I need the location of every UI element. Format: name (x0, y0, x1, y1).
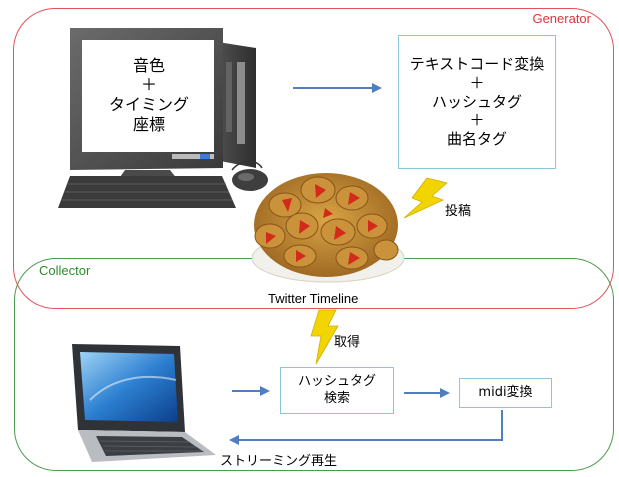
arrow-to-search (232, 386, 270, 396)
screen-line: 座標 (132, 114, 165, 134)
collector-label: Collector (39, 263, 91, 278)
twitter-timeline-image (251, 173, 405, 283)
encode-line: ＋ (469, 111, 485, 130)
arrow-streaming-return (229, 410, 503, 445)
arrow-to-midi (404, 388, 450, 398)
lightning-post-icon (403, 177, 448, 219)
arrow-to-encode (293, 83, 382, 93)
timeline-label: Twitter Timeline (268, 291, 359, 306)
encode-line: ＋ (469, 73, 485, 92)
encode-box: テキストコード変換 ＋ ハッシュタグ ＋ 曲名タグ (398, 35, 556, 169)
search-line: 検索 (323, 390, 350, 406)
generator-label: Generator (532, 11, 591, 26)
laptop-icon (72, 344, 216, 462)
midi-convert-box: midi変換 (459, 378, 552, 408)
post-label: 投稿 (445, 204, 472, 219)
screen-line: ＋ (140, 75, 157, 95)
screen-line: タイミング (108, 95, 189, 114)
hashtag-search-box: ハッシュタグ 検索 (280, 367, 394, 414)
search-line: ハッシュタグ (297, 374, 376, 390)
desktop-computer-icon (58, 28, 268, 208)
desktop-screen-text: 音色 ＋ タイミング 座標 (88, 45, 210, 145)
screen-line: 音色 (132, 55, 165, 75)
streaming-label: ストリーミング再生 (220, 454, 338, 469)
encode-line: テキストコード変換 (409, 55, 545, 74)
lightning-get-icon (310, 309, 339, 365)
generator-region (13, 8, 614, 309)
midi-label: midi変換 (478, 384, 533, 400)
encode-line: ハッシュタグ (431, 92, 522, 111)
encode-line: 曲名タグ (446, 130, 507, 149)
get-label: 取得 (334, 335, 361, 350)
